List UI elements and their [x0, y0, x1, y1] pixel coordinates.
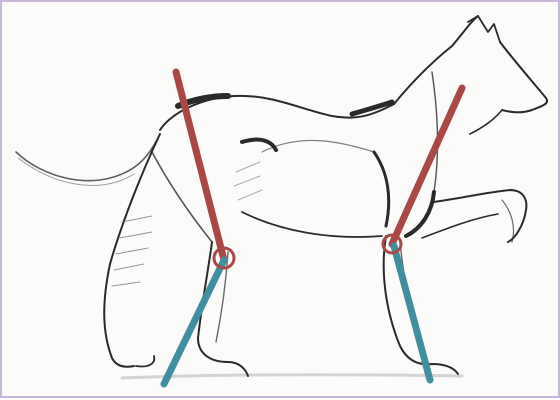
dog-outline [16, 16, 547, 376]
front-leg-guide [383, 88, 462, 380]
ground-shadow [122, 375, 462, 378]
